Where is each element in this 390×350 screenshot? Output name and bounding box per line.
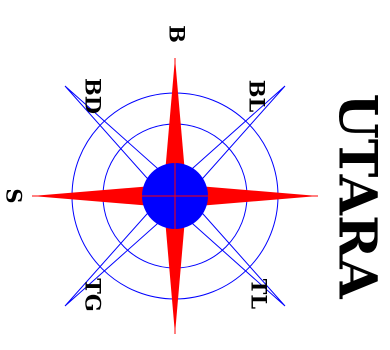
label-south: S: [2, 188, 27, 203]
title-utara: UTARA: [327, 93, 388, 299]
label-southwest: TG: [81, 278, 106, 312]
label-northwest: BD: [81, 78, 106, 114]
label-northeast: BL: [245, 80, 270, 113]
label-north: B: [165, 25, 190, 43]
label-southeast: TL: [247, 279, 272, 310]
